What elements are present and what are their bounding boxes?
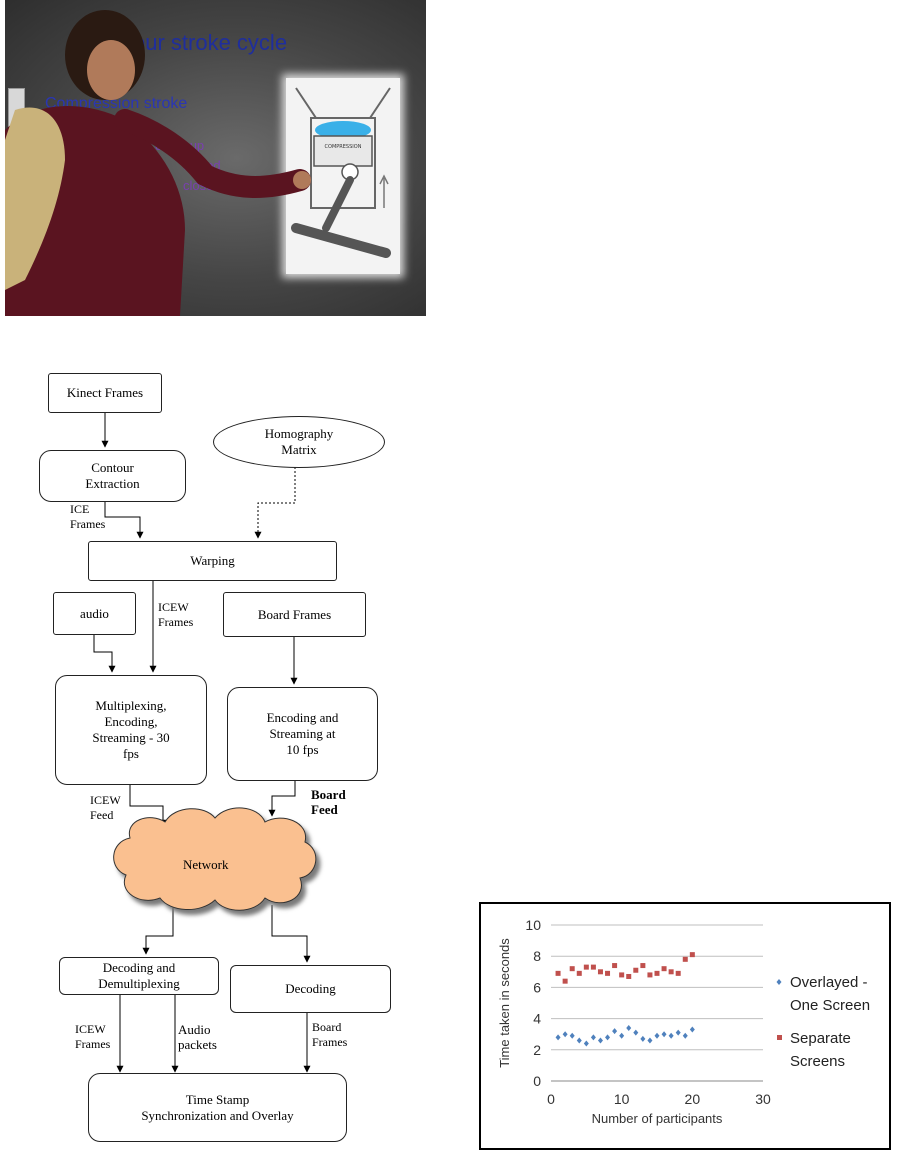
overlayed-point	[605, 1034, 611, 1041]
y-tick-label: 2	[533, 1042, 541, 1058]
legend-label: Overlayed -	[790, 974, 868, 991]
separate-screens-point	[605, 970, 611, 976]
timestamp-synchronization-box: Time Stamp Synchronization and Overlay	[88, 1073, 347, 1142]
x-tick-label: 20	[685, 1091, 701, 1107]
separate-screens-point	[689, 952, 695, 958]
separate-screens-point	[675, 970, 681, 976]
chart-gridlines	[551, 924, 763, 1051]
separate-screens-point	[569, 966, 575, 972]
board-feed-label: Board Feed	[311, 787, 346, 817]
y-tick-label: 6	[533, 979, 541, 995]
data-points	[555, 952, 695, 1047]
legend-label: Screens	[790, 1053, 845, 1070]
overlayed-point	[597, 1037, 603, 1044]
separate-screens-point	[668, 969, 674, 975]
overlayed-point	[640, 1035, 646, 1042]
multiplexing-encoding-box: Multiplexing, Encoding, Streaming - 30 f…	[55, 675, 207, 785]
x-tick-labels: 0 10 20 30	[547, 1091, 771, 1107]
legend-marker-overlayed	[776, 979, 782, 985]
overlayed-point	[675, 1029, 681, 1036]
icew-frames-label-bottom: ICEW Frames	[75, 1022, 111, 1051]
encoding-streaming-box: Encoding and Streaming at 10 fps	[227, 687, 378, 781]
overlayed-point	[647, 1037, 653, 1044]
decoding-box: Decoding	[230, 965, 391, 1013]
engine-drawing: COMPRESSION	[291, 87, 391, 258]
decoding-demultiplexing-box: Decoding and Demultiplexing	[59, 957, 219, 995]
slide-title: our stroke cycle	[133, 30, 288, 55]
overlayed-point	[612, 1028, 618, 1035]
separate-screens-point	[590, 964, 596, 970]
y-tick-label: 8	[533, 948, 541, 964]
overlayed-point	[633, 1029, 639, 1036]
legend-label: One Screen	[790, 997, 870, 1014]
legend-label: Separate	[790, 1030, 851, 1047]
network-cloud-shape	[113, 807, 317, 911]
system-flowchart: Kinect Frames Homography Matrix Contour …	[0, 360, 430, 1154]
scatter-plot: 0 2 4 6 8 10 0 10 20 30 Time taken in seconds Nu…	[497, 917, 870, 1126]
flowchart-connectors	[93, 413, 317, 1073]
separate-screens-point	[626, 973, 632, 979]
x-tick-label: 0	[547, 1091, 555, 1107]
overlayed-point	[583, 1040, 589, 1047]
overlayed-point	[562, 1031, 568, 1038]
overlayed-point	[682, 1032, 688, 1039]
board-frames-label-bottom: Board Frames	[312, 1020, 348, 1049]
separate-screens-point	[647, 972, 653, 978]
overlayed-point	[619, 1032, 625, 1039]
warping-box: Warping	[88, 541, 337, 581]
y-tick-label: 0	[533, 1073, 541, 1089]
overlayed-point	[689, 1026, 695, 1033]
separate-screens-point	[619, 972, 625, 978]
separate-screens-point	[682, 956, 688, 962]
kinect-frames-box: Kinect Frames	[48, 373, 162, 413]
x-tick-label: 30	[755, 1091, 771, 1107]
icew-frames-label-top: ICEW Frames	[158, 600, 194, 629]
y-tick-label: 10	[525, 917, 541, 933]
separate-screens-point	[612, 963, 618, 969]
separate-screens-point	[654, 970, 660, 976]
legend-marker-separate	[777, 1035, 782, 1040]
homography-matrix-ellipse: Homography Matrix	[213, 416, 385, 468]
engine-label: COMPRESSION	[325, 144, 362, 150]
y-tick-labels: 0 2 4 6 8 10	[525, 917, 541, 1089]
audio-packets-label: Audio packets	[178, 1022, 217, 1052]
x-tick-label: 10	[614, 1091, 630, 1107]
separate-screens-point	[597, 969, 603, 975]
overlayed-point	[576, 1037, 582, 1044]
contour-extraction-box: Contour Extraction	[39, 450, 186, 502]
x-axis-label: Number of participants	[592, 1111, 723, 1126]
separate-screens-point	[633, 967, 639, 973]
icew-feed-label: ICEW Feed	[90, 793, 121, 822]
separate-screens-point	[576, 970, 582, 976]
separate-screens-point	[640, 963, 646, 969]
board-frames-box: Board Frames	[223, 592, 366, 637]
presenter-silhouette	[5, 10, 311, 316]
y-tick-label: 4	[533, 1011, 541, 1027]
overlayed-point	[555, 1034, 561, 1041]
ice-frames-label: ICE Frames	[70, 502, 106, 531]
y-axis-label: Time taken in seconds	[497, 938, 512, 1068]
overlayed-point	[569, 1032, 575, 1039]
overlayed-point	[626, 1024, 632, 1031]
overlayed-point	[654, 1032, 660, 1039]
network-label: Network	[183, 857, 229, 872]
time-taken-scatter-chart: 0 2 4 6 8 10 0 10 20 30 Time taken in seconds Nu…	[479, 902, 891, 1150]
overlayed-point	[590, 1034, 596, 1041]
separate-screens-point	[555, 970, 561, 976]
audio-box: audio	[53, 592, 136, 635]
lecture-photo: our stroke cycle Compression stroke ovin…	[5, 0, 426, 316]
overlayed-point	[661, 1031, 667, 1038]
separate-screens-point	[661, 966, 667, 972]
overlayed-point	[668, 1032, 674, 1039]
separate-screens-point	[562, 978, 568, 984]
separate-screens-point	[583, 964, 589, 970]
